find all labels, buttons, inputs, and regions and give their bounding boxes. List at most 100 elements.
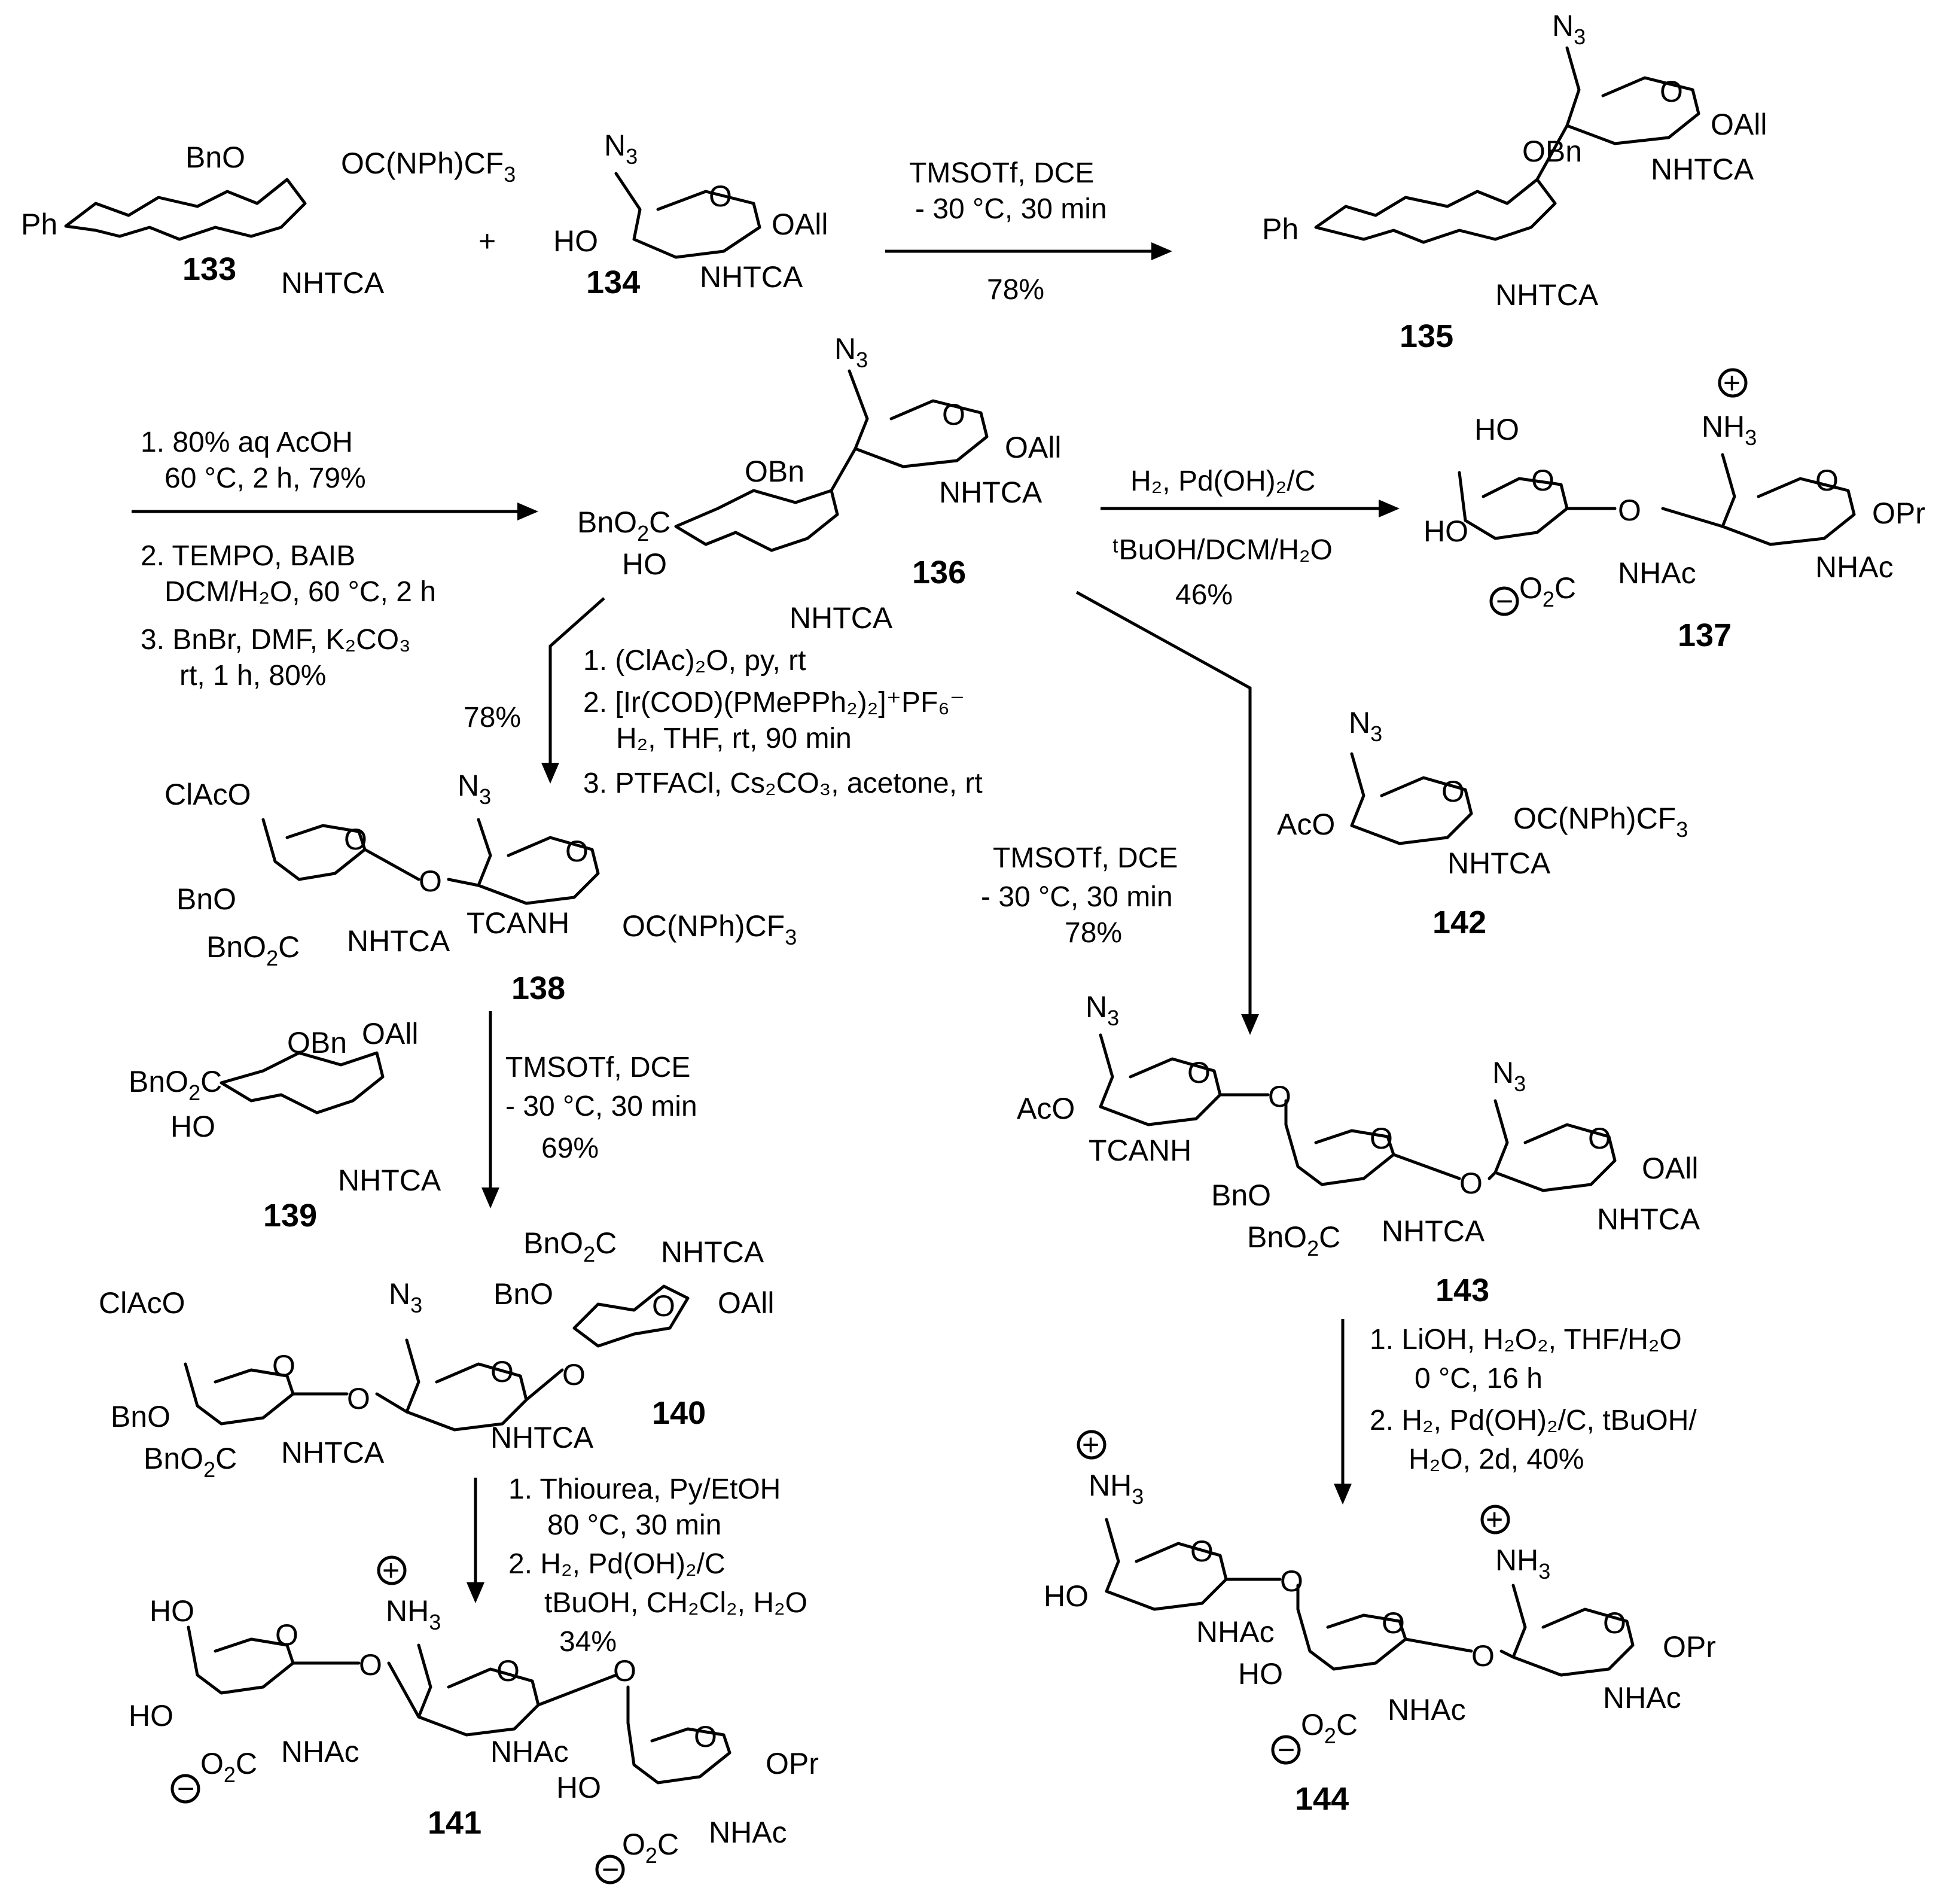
oall-label: OAll bbox=[1642, 1152, 1698, 1185]
glycosidic-oxygen: O bbox=[347, 1382, 370, 1415]
charge-plus: + bbox=[1486, 1503, 1503, 1536]
oall-label: OAll bbox=[362, 1017, 418, 1050]
imidate-label: OC(NPh)CF3 bbox=[622, 909, 797, 949]
oall-label: OAll bbox=[1711, 108, 1767, 141]
oall-label: OAll bbox=[772, 208, 828, 241]
condition-line: 2. TEMPO, BAIB bbox=[141, 540, 355, 572]
compound-number: 133 bbox=[182, 251, 236, 287]
ho-label: HO bbox=[553, 224, 598, 258]
charge-minus-circle bbox=[1271, 1735, 1301, 1765]
nhtca-label: NHTCA bbox=[790, 601, 893, 635]
reaction-arrow bbox=[1075, 590, 1252, 1023]
condition-line: 2. H₂, Pd(OH)₂/C, tBuOH/ bbox=[1370, 1405, 1697, 1436]
yield-label: 69% bbox=[541, 1132, 599, 1164]
oall-label: OAll bbox=[718, 1286, 774, 1320]
condition-line: 3. PTFACl, Cs₂CO₃, acetone, rt bbox=[583, 768, 983, 799]
ho-label: HO bbox=[1423, 514, 1468, 548]
ho-label: HO bbox=[1044, 1579, 1089, 1613]
condition-line: tBuOH, CH₂Cl₂, H₂O bbox=[544, 1587, 807, 1619]
arrowhead bbox=[1151, 242, 1172, 260]
nhtca-label: NHTCA bbox=[939, 476, 1043, 509]
ring-oxygen: O bbox=[1603, 1606, 1626, 1640]
glycosidic-oxygen: O bbox=[419, 864, 442, 898]
charge-minus-circle bbox=[595, 1855, 625, 1884]
n3-label: N3 bbox=[1349, 706, 1382, 746]
ph-label: Ph bbox=[1262, 212, 1298, 246]
condition-line: - 30 °C, 30 min bbox=[915, 193, 1107, 225]
ph-label: Ph bbox=[21, 208, 57, 241]
arrowhead bbox=[467, 1582, 484, 1603]
charge-minus-circle bbox=[170, 1774, 200, 1804]
compound-142: N3 AcO O OC(NPh)CF3 NHTCA 142 bbox=[1277, 706, 1688, 940]
compound-number: 135 bbox=[1400, 318, 1453, 354]
glycosidic-oxygen: O bbox=[1459, 1167, 1483, 1200]
carboxylate-label: O2C bbox=[1301, 1708, 1358, 1748]
ring-oxygen: O bbox=[490, 1355, 514, 1389]
aco-label: AcO bbox=[1017, 1092, 1075, 1125]
nhtca-label: NHTCA bbox=[1597, 1202, 1700, 1236]
condition-line: TMSOTf, DCE bbox=[505, 1052, 690, 1083]
bno2c-label: BnO2C bbox=[144, 1442, 237, 1482]
n3-label: N3 bbox=[458, 769, 491, 809]
nhtca-label: NHTCA bbox=[1382, 1214, 1485, 1248]
nhtca-label: NHTCA bbox=[1447, 847, 1551, 880]
glycosidic-oxygen: O bbox=[613, 1654, 636, 1688]
nhac-label: NHAc bbox=[490, 1735, 569, 1768]
compound-number: 137 bbox=[1678, 617, 1732, 653]
ring-oxygen: O bbox=[275, 1618, 298, 1652]
step-136-to-138: 78% 1. (ClAc)₂O, py, rt 2. [Ir(COD)(PMeP… bbox=[464, 597, 983, 799]
condition-line: 1. 80% aq AcOH bbox=[141, 427, 353, 458]
condition-line: H₂, Pd(OH)₂/C bbox=[1130, 465, 1315, 497]
yield-label: 46% bbox=[1175, 579, 1233, 611]
bno-label: BnO bbox=[176, 882, 236, 916]
bno-label: BnO bbox=[111, 1400, 170, 1433]
plus-sign: + bbox=[478, 224, 496, 258]
carboxylate-label: O2C bbox=[200, 1747, 257, 1787]
step-143-to-144: 1. LiOH, H₂O₂, THF/H₂O 0 °C, 16 h 2. H₂,… bbox=[1334, 1319, 1697, 1505]
obn-label: OBn bbox=[745, 455, 804, 488]
carboxylate-label: O2C bbox=[1519, 571, 1576, 611]
condition-line: 1. Thiourea, Py/EtOH bbox=[508, 1473, 781, 1505]
yield-label: 78% bbox=[464, 702, 521, 733]
compound-number: 136 bbox=[912, 555, 966, 590]
glycosidic-oxygen: O bbox=[1471, 1639, 1495, 1673]
step-136-to-143: TMSOTf, DCE - 30 °C, 30 min 78% bbox=[981, 590, 1259, 1035]
nhac-label: NHAc bbox=[1388, 1693, 1466, 1727]
charge-plus: + bbox=[1082, 1428, 1099, 1461]
glycosidic-oxygen: O bbox=[359, 1648, 382, 1682]
condition-line: H₂O, 2d, 40% bbox=[1409, 1444, 1584, 1475]
charge-plus: + bbox=[1723, 366, 1740, 400]
step-136-to-137: H₂, Pd(OH)₂/C ᵗBuOH/DCM/H₂O 46% bbox=[1101, 465, 1400, 611]
condition-line: 2. H₂, Pd(OH)₂/C bbox=[508, 1548, 726, 1580]
opr-label: OPr bbox=[1872, 497, 1925, 530]
ring-oxygen: O bbox=[1382, 1606, 1405, 1640]
ring-oxygen: O bbox=[272, 1349, 295, 1383]
condition-line: rt, 1 h, 80% bbox=[179, 660, 326, 692]
nhac-label: NHAc bbox=[1196, 1615, 1275, 1649]
condition-line: - 30 °C, 30 min bbox=[505, 1091, 697, 1122]
ring-oxygen: O bbox=[1187, 1056, 1211, 1089]
nhac-label: NHAc bbox=[1815, 550, 1894, 584]
nh3-label: NH3 bbox=[1702, 410, 1757, 450]
compound-number: 142 bbox=[1432, 905, 1486, 940]
charge-minus-circle bbox=[1489, 586, 1519, 616]
arrowhead bbox=[541, 763, 559, 784]
step-135-to-136: 1. 80% aq AcOH 60 °C, 2 h, 79% 2. TEMPO,… bbox=[132, 427, 538, 692]
bno-label: BnO bbox=[1211, 1179, 1271, 1212]
n3-label: N3 bbox=[834, 332, 868, 372]
compound-140: ClAcO BnO O O O O O BnO2C NHTCA N3 NHTCA… bbox=[99, 1226, 774, 1482]
step-140-to-141: 1. Thiourea, Py/EtOH 80 °C, 30 min 2. H₂… bbox=[467, 1473, 807, 1658]
ring-oxygen: O bbox=[1190, 1534, 1214, 1568]
condition-line: 0 °C, 16 h bbox=[1415, 1363, 1543, 1394]
condition-line: DCM/H₂O, 60 °C, 2 h bbox=[164, 576, 436, 608]
condition-line: 3. BnBr, DMF, K₂CO₃ bbox=[141, 624, 411, 656]
condition-line: TMSOTf, DCE bbox=[909, 157, 1094, 189]
nhtca-label: NHTCA bbox=[338, 1164, 441, 1197]
bno-label: BnO bbox=[185, 141, 245, 174]
compound-138: ClAcO BnO O O O BnO2C NHTCA TCANH N3 OC(… bbox=[164, 769, 797, 1006]
compound-137: + NH3 HO HO O O O − O2C NHAc OPr NHAc 13… bbox=[1423, 366, 1925, 653]
condition-line: - 30 °C, 30 min bbox=[981, 881, 1173, 913]
clacO-label: ClAcO bbox=[99, 1286, 185, 1320]
condition-line: ᵗBuOH/DCM/H₂O bbox=[1112, 534, 1333, 566]
